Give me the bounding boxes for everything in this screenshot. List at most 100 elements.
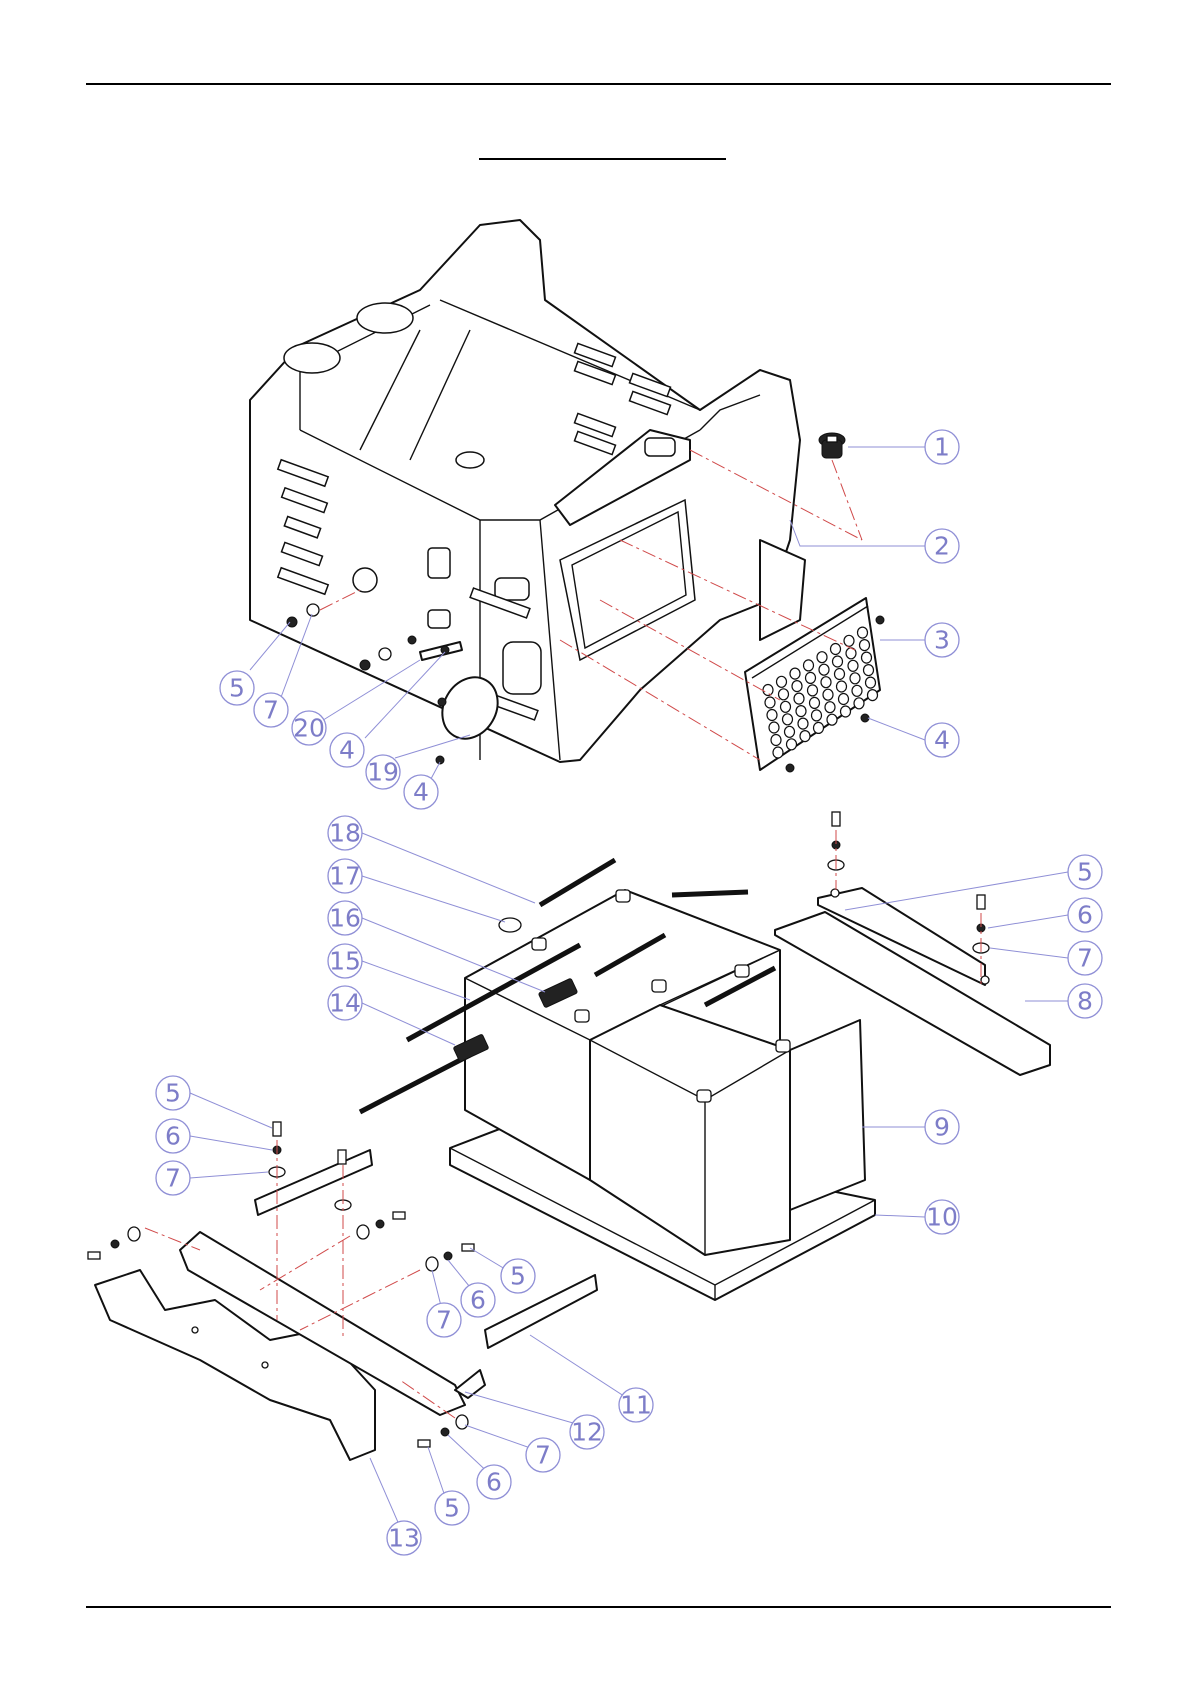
grille-hole xyxy=(779,689,789,700)
balloon-15: 15 xyxy=(328,944,362,978)
grille-hole xyxy=(767,710,777,721)
svg-text:11: 11 xyxy=(620,1391,652,1420)
svg-text:3: 3 xyxy=(934,626,950,655)
svg-text:18: 18 xyxy=(329,819,361,848)
grille-hole xyxy=(812,710,822,721)
svg-text:6: 6 xyxy=(1077,901,1093,930)
svg-text:7: 7 xyxy=(436,1306,452,1335)
svg-text:8: 8 xyxy=(1077,987,1093,1016)
balloon-1: 1 xyxy=(925,430,959,464)
svg-text:19: 19 xyxy=(367,758,399,787)
svg-text:4: 4 xyxy=(339,736,355,765)
svg-text:6: 6 xyxy=(165,1122,181,1151)
balloon-5: 5 xyxy=(220,671,254,705)
grille-hole xyxy=(808,685,818,696)
grille-hole xyxy=(858,627,868,638)
svg-text:13: 13 xyxy=(388,1524,420,1553)
grille-hole xyxy=(821,677,831,688)
svg-text:7: 7 xyxy=(165,1164,181,1193)
grille-hole xyxy=(860,640,870,651)
balloon-4: 4 xyxy=(404,775,438,809)
balloon-7: 7 xyxy=(254,693,288,727)
balloon-9: 9 xyxy=(925,1110,959,1144)
grille-hole xyxy=(777,676,787,687)
balloon-17: 17 xyxy=(328,859,362,893)
balloon-5: 5 xyxy=(1068,855,1102,889)
seat-base-housing xyxy=(250,220,805,762)
balloon-7: 7 xyxy=(526,1438,560,1472)
grille-hole xyxy=(839,694,849,705)
svg-text:7: 7 xyxy=(535,1441,551,1470)
grille-hole xyxy=(833,656,843,667)
grille-hole xyxy=(790,668,800,679)
svg-text:5: 5 xyxy=(229,674,245,703)
socket-part xyxy=(819,433,845,458)
grille-hole xyxy=(819,664,829,675)
balloon-5: 5 xyxy=(501,1259,535,1293)
svg-text:17: 17 xyxy=(329,862,361,891)
grille-hole xyxy=(862,652,872,663)
grille-hole xyxy=(773,747,783,758)
balloon-6: 6 xyxy=(156,1119,190,1153)
grille-hole xyxy=(852,685,862,696)
balloon-4: 4 xyxy=(925,723,959,757)
balloon-12: 12 xyxy=(570,1415,604,1449)
grille-hole xyxy=(844,635,854,646)
balloon-20: 20 xyxy=(292,711,326,745)
svg-text:6: 6 xyxy=(470,1286,486,1315)
svg-text:16: 16 xyxy=(329,904,361,933)
grille-hole xyxy=(806,672,816,683)
grille-hole xyxy=(783,714,793,725)
grille-hole xyxy=(794,693,804,704)
balloon-6: 6 xyxy=(1068,898,1102,932)
grille-hole xyxy=(765,697,775,708)
balloon-16: 16 xyxy=(328,901,362,935)
balloon-19: 19 xyxy=(366,755,400,789)
grille-hole xyxy=(825,702,835,713)
grille-hole xyxy=(823,689,833,700)
grille-hole xyxy=(800,731,810,742)
grille-hole xyxy=(831,644,841,655)
grille-hole xyxy=(792,681,802,692)
svg-text:7: 7 xyxy=(1077,944,1093,973)
svg-text:4: 4 xyxy=(934,726,950,755)
grille-hole xyxy=(854,698,864,709)
grille-hole xyxy=(785,726,795,737)
grille-hole xyxy=(866,677,876,688)
grille-hole xyxy=(837,681,847,692)
grille-hole xyxy=(781,701,791,712)
grille-hole xyxy=(868,690,878,701)
grille-hole xyxy=(827,714,837,725)
balloon-5: 5 xyxy=(156,1076,190,1110)
svg-text:5: 5 xyxy=(444,1494,460,1523)
grille-hole xyxy=(804,660,814,671)
balloon-6: 6 xyxy=(477,1465,511,1499)
grille-hole xyxy=(810,697,820,708)
svg-text:20: 20 xyxy=(293,714,325,743)
svg-text:6: 6 xyxy=(486,1468,502,1497)
svg-text:12: 12 xyxy=(571,1418,603,1447)
svg-text:14: 14 xyxy=(329,989,361,1018)
svg-text:7: 7 xyxy=(263,696,279,725)
balloon-3: 3 xyxy=(925,623,959,657)
balloon-13: 13 xyxy=(387,1521,421,1555)
balloon-14: 14 xyxy=(328,986,362,1020)
balloon-7: 7 xyxy=(156,1161,190,1195)
balloon-10: 10 xyxy=(925,1200,959,1234)
svg-text:5: 5 xyxy=(510,1262,526,1291)
svg-text:4: 4 xyxy=(413,778,429,807)
balloon-5: 5 xyxy=(435,1491,469,1525)
grille-hole xyxy=(850,673,860,684)
grille-hole xyxy=(771,735,781,746)
grille-hole xyxy=(798,718,808,729)
grille-hole xyxy=(814,722,824,733)
svg-text:10: 10 xyxy=(926,1203,958,1232)
grille-hole xyxy=(848,660,858,671)
grille-hole xyxy=(817,652,827,663)
grille-hole xyxy=(835,669,845,680)
svg-text:15: 15 xyxy=(329,947,361,976)
grille-hole xyxy=(864,665,874,676)
svg-text:5: 5 xyxy=(1077,858,1093,887)
svg-text:5: 5 xyxy=(165,1079,181,1108)
